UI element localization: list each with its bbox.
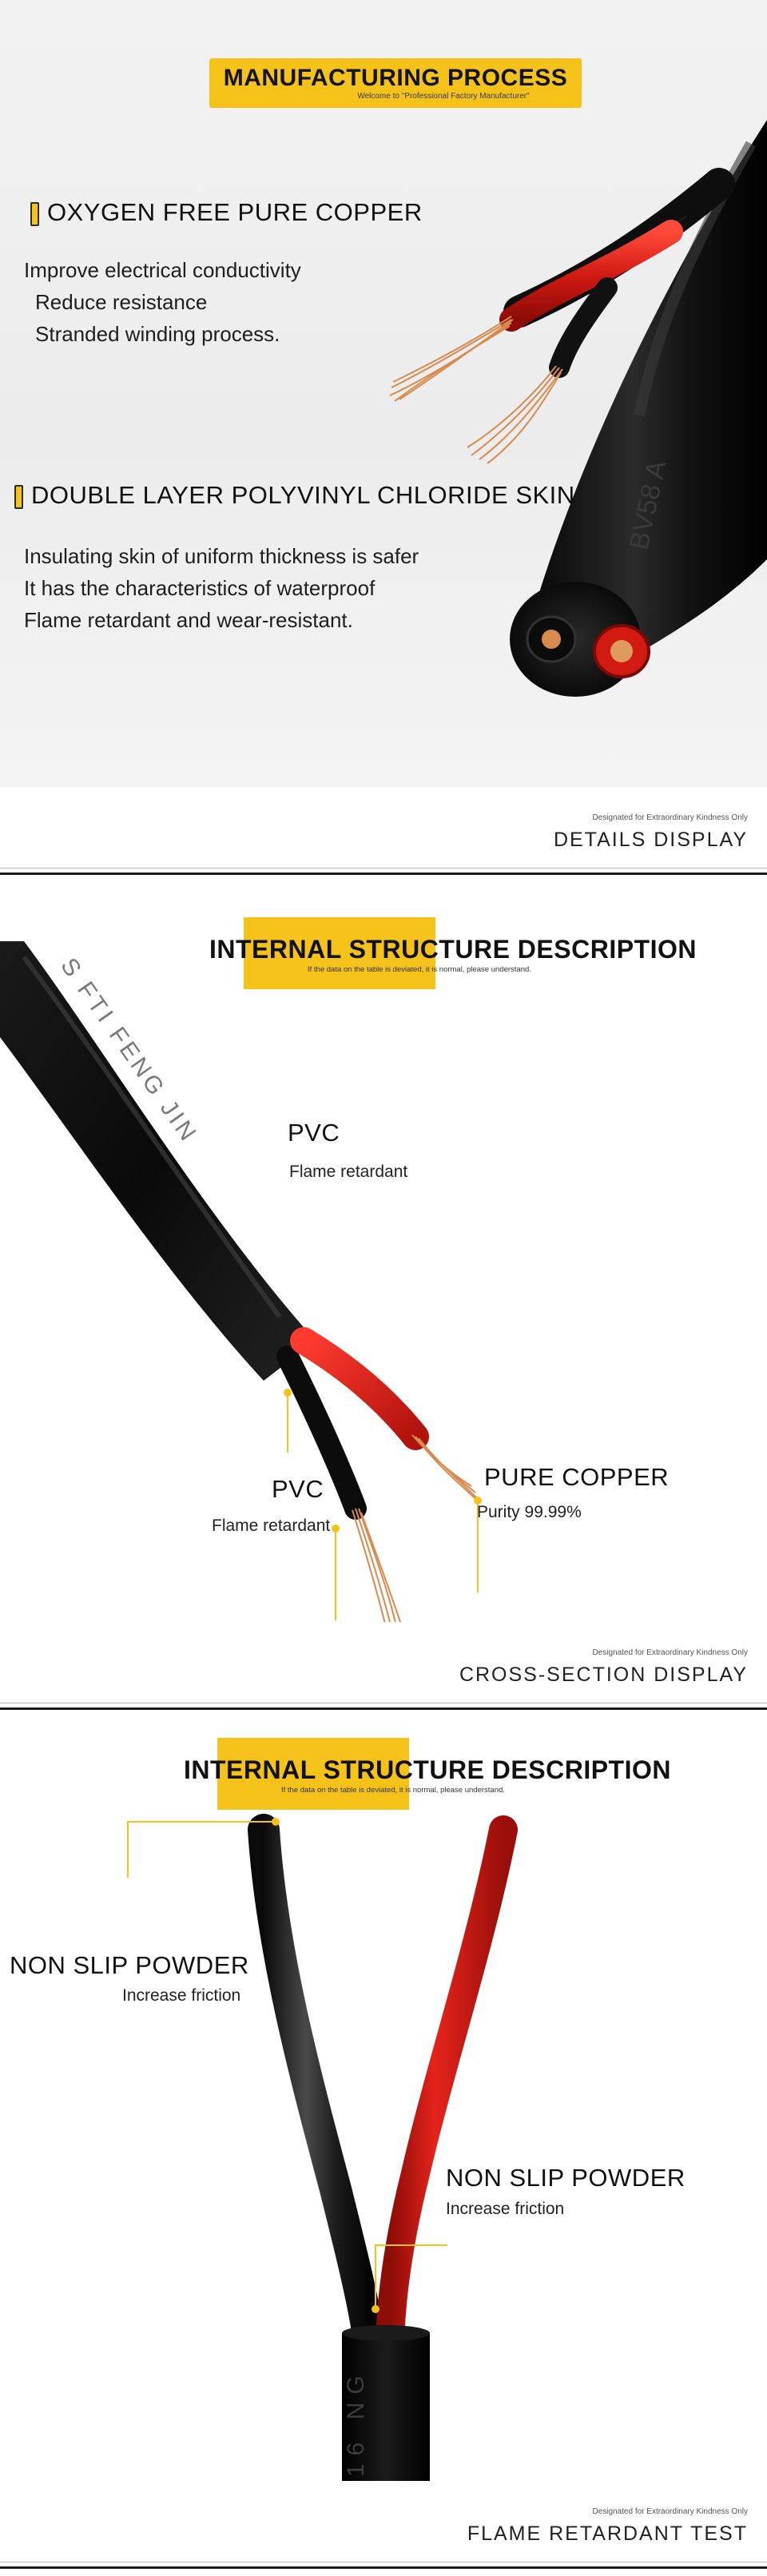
- pvc-feature-list: Insulating skin of uniform thickness is …: [24, 540, 419, 636]
- cable-print-text: 16 NG: [343, 2367, 369, 2477]
- title-highlight-block: [244, 917, 435, 989]
- title-highlight-block: [217, 1738, 409, 1810]
- feature-line: Flame retardant and wear-resistant.: [24, 608, 353, 632]
- label-pure-copper-sub: Purity 99.99%: [477, 1503, 582, 1521]
- cross-section-display-footer: Designated for Extraordinary Kindness On…: [0, 1622, 767, 1710]
- banner-title: MANUFACTURING PROCESS: [223, 65, 568, 91]
- feature-line: Reduce resistance: [35, 290, 208, 314]
- footer-title: DETAILS DISPLAY: [553, 829, 748, 851]
- footer-title: FLAME RETARDANT TEST: [467, 2522, 748, 2545]
- label-non-slip-powder-left-sub: Increase friction: [122, 1986, 241, 2005]
- heading-text: OXYGEN FREE PURE COPPER: [47, 198, 423, 226]
- label-pvc-outer-sub: Flame retardant: [289, 1163, 408, 1181]
- section-title: INTERNAL STRUCTURE DESCRIPTION: [209, 935, 697, 964]
- cable-split-image: 16 NG: [127, 1814, 518, 2509]
- footer-tagline: Designated for Extraordinary Kindness On…: [592, 1648, 748, 1657]
- cross-section-section: INTERNAL STRUCTURE DESCRIPTION If the da…: [0, 877, 767, 1701]
- divider: [0, 873, 767, 875]
- heading-double-layer-pvc: DOUBLE LAYER POLYVINYL CHLORIDE SKIN: [14, 481, 575, 510]
- label-pvc-inner: PVC: [272, 1475, 324, 1503]
- feature-line: Insulating skin of uniform thickness is …: [24, 544, 419, 568]
- label-non-slip-powder-right: NON SLIP POWDER: [446, 2164, 686, 2192]
- section-subtitle: If the data on the table is deviated, it…: [281, 1786, 505, 1795]
- feature-line: Stranded winding process.: [35, 322, 280, 346]
- feature-line: It has the characteristics of waterproof: [24, 576, 376, 600]
- divider: [0, 1707, 767, 1710]
- cable-structure-image: S FTI FENG JIN: [0, 941, 482, 1631]
- flame-retardant-section: INTERNAL STRUCTURE DESCRIPTION If the da…: [0, 1710, 767, 2576]
- cable-cutaway-image: BV58 A: [389, 120, 767, 697]
- yellow-marker-icon: [14, 484, 23, 509]
- footer-title: CROSS-SECTION DISPLAY: [459, 1664, 748, 1686]
- heading-text: DOUBLE LAYER POLYVINYL CHLORIDE SKIN: [31, 481, 575, 509]
- yellow-marker-icon: [30, 201, 39, 226]
- copper-feature-list: Improve electrical conductivity Reduce r…: [24, 254, 301, 350]
- label-pvc-inner-sub: Flame retardant: [212, 1517, 331, 1535]
- flame-retardant-test-footer: Designated for Extraordinary Kindness On…: [0, 2481, 767, 2569]
- section-title: INTERNAL STRUCTURE DESCRIPTION: [184, 1755, 671, 1784]
- divider: [0, 868, 767, 869]
- label-pure-copper: PURE COPPER: [484, 1463, 670, 1491]
- section-subtitle: If the data on the table is deviated, it…: [308, 965, 531, 974]
- label-pvc-outer: PVC: [288, 1119, 340, 1147]
- heading-oxygen-free-copper: OXYGEN FREE PURE COPPER: [30, 198, 423, 227]
- divider: [0, 2566, 767, 2569]
- footer-tagline: Designated for Extraordinary Kindness On…: [592, 813, 748, 822]
- label-non-slip-powder-right-sub: Increase friction: [446, 2200, 565, 2218]
- manufacturing-process-banner: MANUFACTURING PROCESS Welcome to "Profes…: [209, 58, 582, 108]
- manufacturing-process-section: BV58 A MANUFACTURING PROCESS Wel: [0, 0, 767, 787]
- banner-subtitle: Welcome to "Professional Factory Manufac…: [357, 92, 530, 101]
- label-non-slip-powder-left: NON SLIP POWDER: [10, 1951, 249, 1979]
- footer-tagline: Designated for Extraordinary Kindness On…: [592, 2507, 748, 2516]
- details-display-footer: Designated for Extraordinary Kindness On…: [0, 787, 767, 875]
- feature-line: Improve electrical conductivity: [24, 258, 301, 282]
